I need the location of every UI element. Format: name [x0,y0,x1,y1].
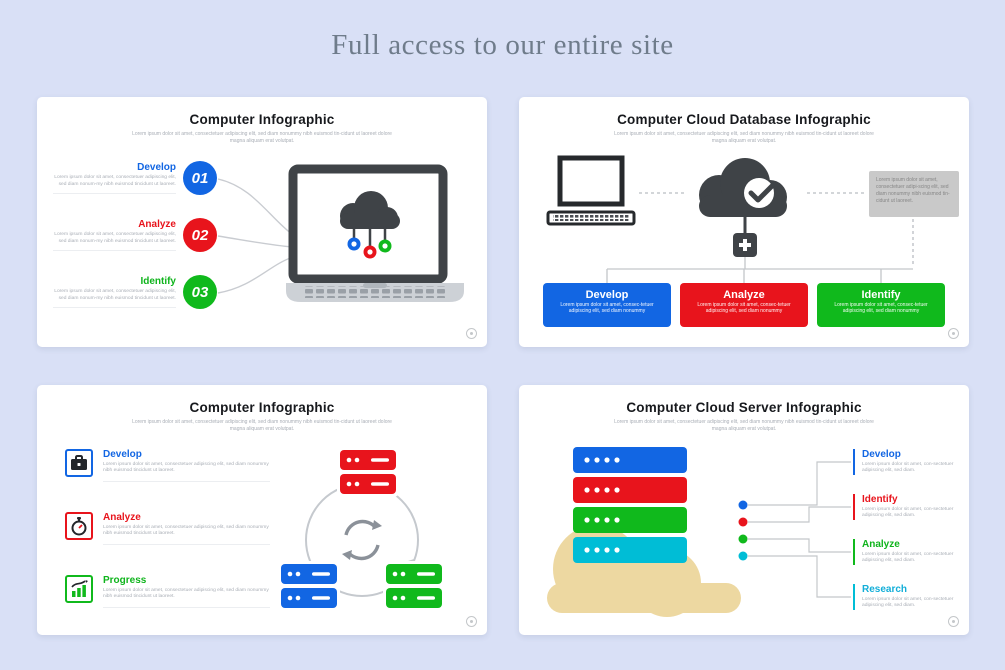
step-number: 02 [191,226,209,244]
button-develop: Develop Lorem ipsum dolor sit amet, cons… [543,283,671,327]
watermark-icon [948,616,959,627]
feature-text: Develop Lorem ipsum dolor sit amet, cons… [103,449,270,482]
feature-description: Lorem ipsum dolor sit amet, consectetuer… [103,462,269,474]
legend-item: Develop Lorem ipsum dolor sit amet, con-… [853,449,957,475]
cloud-check-database-icon [685,151,805,263]
legend-item: Research Lorem ipsum dolor sit amet, con… [853,584,957,610]
slide-subtitle: Lorem ipsum dolor sit amet, consectetuer… [132,131,392,144]
step-item: Identify Lorem ipsum dolor sit amet, con… [53,275,217,309]
feature-item: Progress Lorem ipsum dolor sit amet, con… [65,575,270,608]
legend-label: Research [862,584,908,595]
watermark-icon [466,616,477,627]
feature-item: Develop Lorem ipsum dolor sit amet, cons… [65,449,270,482]
legend-item: Analyze Lorem ipsum dolor sit amet, con-… [853,539,957,565]
slide-title: Computer Infographic [189,400,335,415]
button-label: Analyze [723,289,765,301]
connector-lines [606,192,914,283]
step-label: Analyze [138,219,176,231]
feature-label: Develop [103,449,142,460]
note-box: Lorem ipsum dolor sit amet, consectetuer… [869,171,959,217]
feature-text: Analyze Lorem ipsum dolor sit amet, cons… [103,512,270,545]
slide-subtitle: Lorem ipsum dolor sit amet, consectetuer… [614,419,874,432]
step-number: 01 [191,169,209,187]
slide-title: Computer Infographic [189,112,335,127]
page-background: Full access to our entire site Computer … [0,0,1005,635]
slide-computer-cloud-database-infographic[interactable]: Computer Cloud Database Infographic Lore… [519,97,969,347]
feature-description: Lorem ipsum dolor sit amet, consectetuer… [103,525,269,537]
button-identify: Identify Lorem ipsum dolor sit amet, con… [817,283,945,327]
slide-title: Computer Cloud Database Infographic [617,112,871,127]
server-icon-blue [278,561,340,611]
laptop-outline-icon [545,155,637,235]
button-text: Lorem ipsum dolor sit amet, consec-tetue… [834,302,928,315]
legend-item: Identify Lorem ipsum dolor sit amet, con… [853,494,957,520]
slide-subtitle: Lorem ipsum dolor sit amet, consectetuer… [132,419,392,432]
watermark-icon [948,328,959,339]
legend-description: Lorem ipsum dolor sit amet, con-sectetue… [862,507,954,519]
slide-computer-cloud-server-infographic[interactable]: Computer Cloud Server Infographic Lorem … [519,385,969,635]
button-analyze: Analyze Lorem ipsum dolor sit amet, cons… [680,283,808,327]
bar-chart-icon [65,575,93,603]
legend-description: Lorem ipsum dolor sit amet, con-sectetue… [862,462,954,474]
step-description: Lorem ipsum dolor sit amet, consectetuer… [54,289,176,301]
legend-label: Identify [862,494,898,505]
legend-description: Lorem ipsum dolor sit amet, con-sectetue… [862,597,954,609]
button-label: Identify [861,289,901,301]
page-title: Full access to our entire site [331,29,674,61]
connector-lines [738,461,851,598]
step-text: Analyze Lorem ipsum dolor sit amet, cons… [53,219,176,251]
legend-description: Lorem ipsum dolor sit amet, con-sectetue… [862,552,954,564]
legend-label: Develop [862,449,901,460]
server-stack-icon [573,447,687,565]
feature-description: Lorem ipsum dolor sit amet, consectetuer… [103,588,269,600]
stopwatch-icon [65,512,93,540]
server-icon-red [337,447,399,497]
step-item: Analyze Lorem ipsum dolor sit amet, cons… [53,218,217,252]
legend-label: Analyze [862,539,900,550]
button-text: Lorem ipsum dolor sit amet, consec-tetue… [697,302,791,315]
step-number: 03 [191,283,209,301]
step-text: Develop Lorem ipsum dolor sit amet, cons… [53,162,176,194]
step-description: Lorem ipsum dolor sit amet, consectetuer… [54,175,176,187]
laptop-cloud-keys-icon [283,163,467,315]
step-text: Identify Lorem ipsum dolor sit amet, con… [53,276,176,308]
step-label: Develop [137,162,176,174]
step-item: Develop Lorem ipsum dolor sit amet, cons… [53,161,217,195]
slide-title: Computer Cloud Server Infographic [626,400,862,415]
slide-computer-infographic-2[interactable]: Computer Infographic Lorem ipsum dolor s… [37,385,487,635]
button-text: Lorem ipsum dolor sit amet, consec-tetue… [560,302,654,315]
step-label: Identify [140,276,176,288]
watermark-icon [466,328,477,339]
button-label: Develop [585,289,629,301]
server-icon-green [383,561,445,611]
slide-computer-infographic-1[interactable]: Computer Infographic Lorem ipsum dolor s… [37,97,487,347]
slide-subtitle: Lorem ipsum dolor sit amet, consectetuer… [614,131,874,144]
step-number-badge: 02 [183,218,217,252]
note-text: Lorem ipsum dolor sit amet, consectetuer… [876,177,950,204]
briefcase-icon [65,449,93,477]
feature-label: Analyze [103,512,141,523]
slides-grid: Computer Infographic Lorem ipsum dolor s… [37,97,969,635]
feature-text: Progress Lorem ipsum dolor sit amet, con… [103,575,270,608]
step-number-badge: 03 [183,275,217,309]
connector-lines [217,178,294,294]
step-number-badge: 01 [183,161,217,195]
feature-item: Analyze Lorem ipsum dolor sit amet, cons… [65,512,270,545]
step-description: Lorem ipsum dolor sit amet, consectetuer… [54,232,176,244]
feature-label: Progress [103,575,147,586]
